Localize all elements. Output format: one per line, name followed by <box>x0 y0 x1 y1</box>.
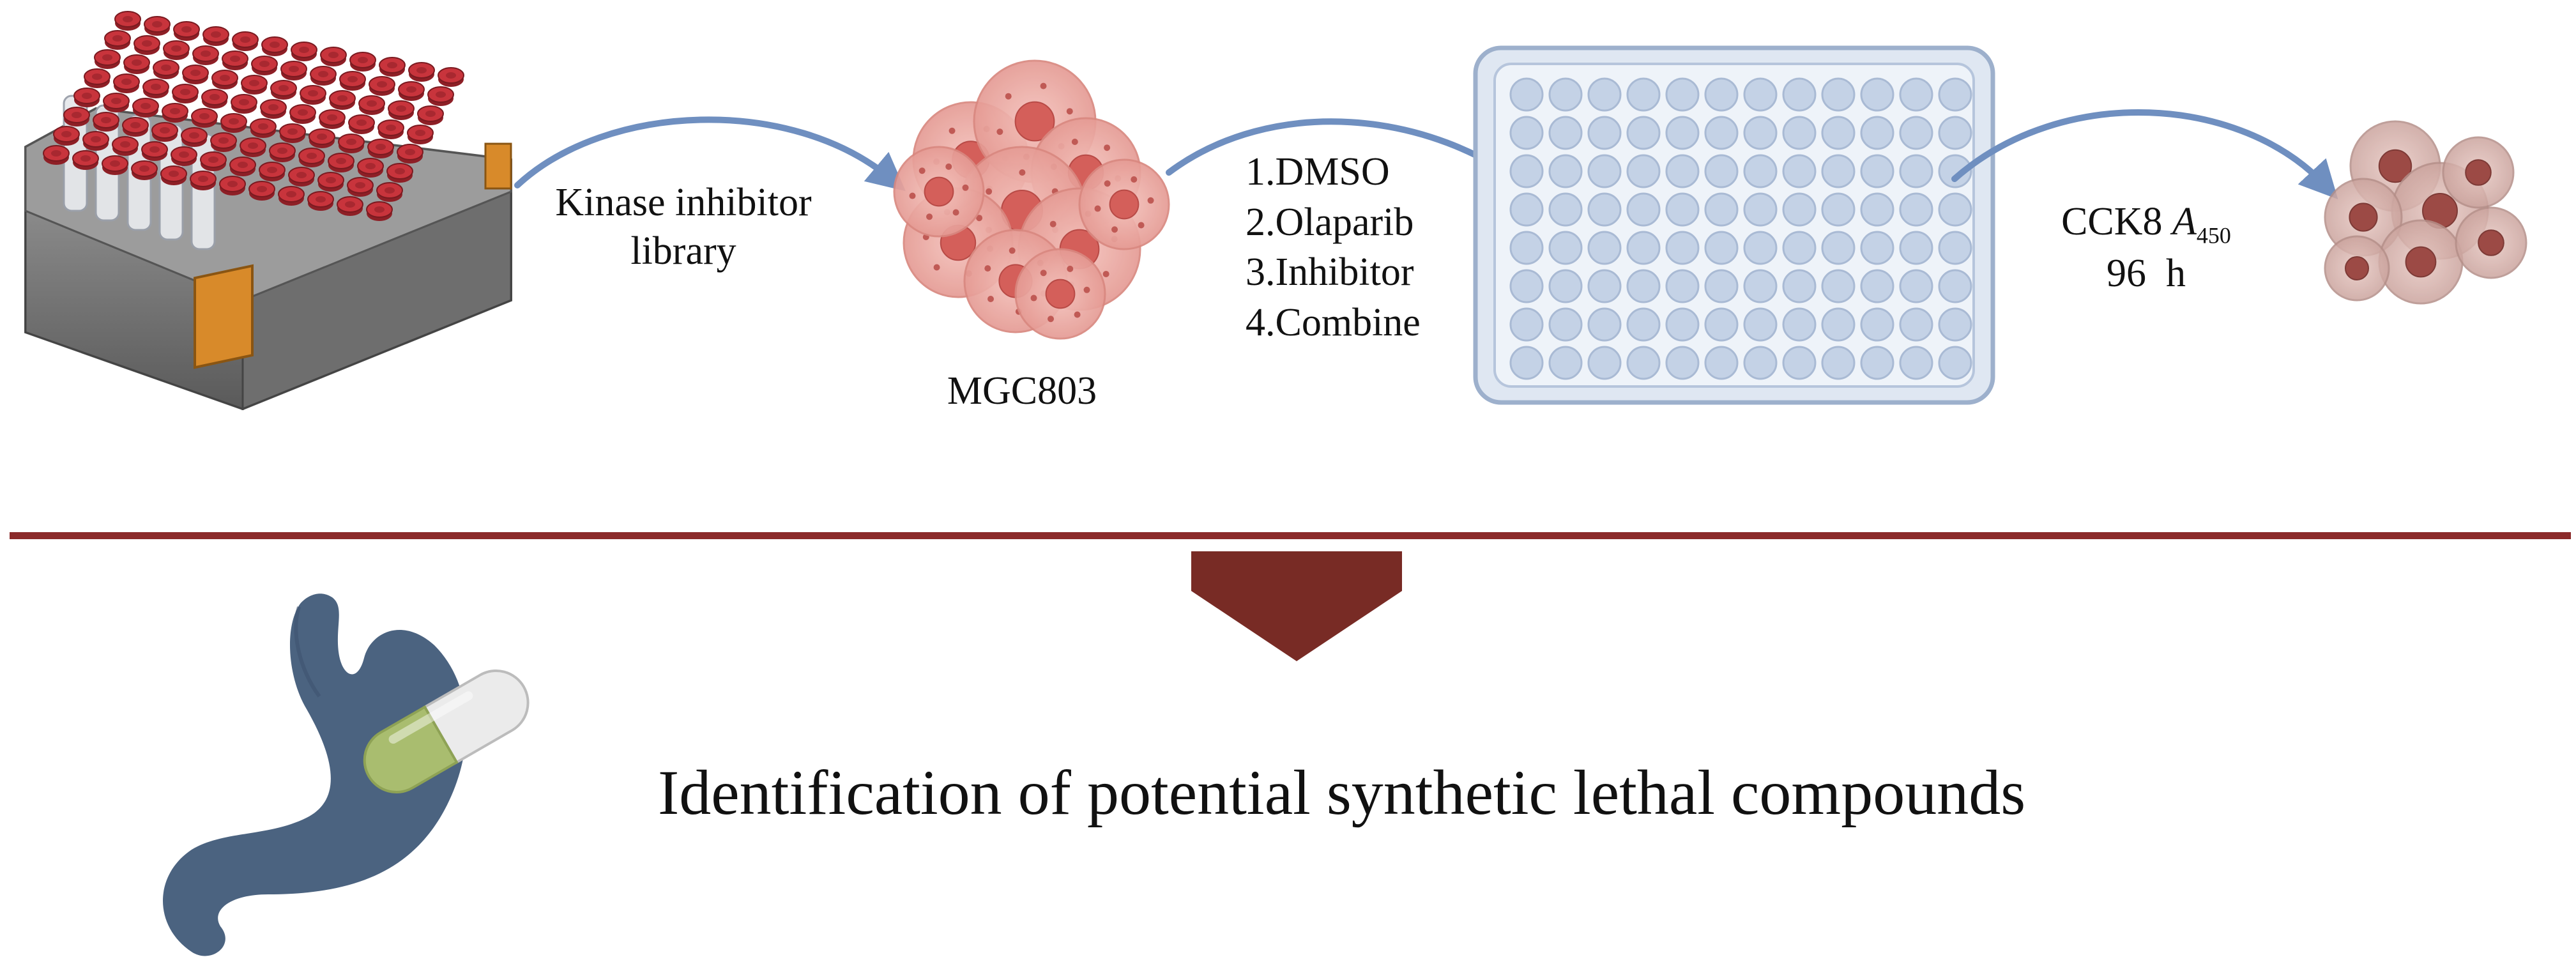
library-label: Kinase inhibitor library <box>549 179 818 275</box>
pill-icon <box>363 669 530 793</box>
treatment-item: 3.Inhibitor <box>1246 250 1414 295</box>
assay-duration: 96 h <box>2107 252 2186 296</box>
cell-line-label: MGC803 <box>947 369 1097 413</box>
section-divider <box>10 532 2571 539</box>
tube-rack-icon <box>24 11 512 411</box>
treatment-item: 2.Olaparib <box>1246 200 1414 244</box>
library-label-line2: library <box>630 229 736 273</box>
treatment-item: 4.Combine <box>1246 301 1421 345</box>
cell-cluster-icon <box>893 59 1170 340</box>
arrow-icon <box>514 116 906 192</box>
treatment-item: 1.DMSO <box>1246 150 1390 194</box>
assay-wavelength: 450 <box>2196 222 2231 249</box>
stomach-icon <box>163 593 466 956</box>
result-text: Identification of potential synthetic le… <box>658 757 2026 828</box>
library-label-line1: Kinase inhibitor <box>555 181 812 224</box>
assay-name: CCK8 <box>2061 200 2163 243</box>
assay-label-line1: CCK8 A450 <box>2044 198 2248 250</box>
well-plate-icon <box>1473 45 1995 405</box>
assay-label: CCK8 A450 96 h <box>2044 198 2248 298</box>
assay-absorbance: A <box>2172 200 2197 243</box>
down-arrow-icon <box>1191 551 1402 661</box>
dead-cells-icon <box>2324 120 2527 305</box>
arrow-icon <box>1951 109 2338 199</box>
treatment-list: 1.DMSO 2.Olaparib 3.Inhibitor 4.Combine <box>1246 147 1421 348</box>
